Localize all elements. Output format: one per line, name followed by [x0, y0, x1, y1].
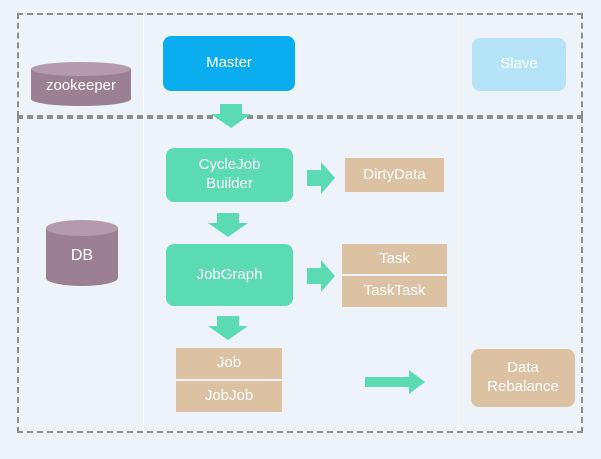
processing-zone [17, 117, 583, 433]
data-rebalance-node: Data Rebalance [471, 349, 575, 407]
arrow-down-icon [208, 316, 248, 340]
tasktask-node: TaskTask [342, 276, 447, 307]
arrow-right-icon [307, 260, 335, 292]
jobgraph-node: JobGraph [166, 244, 293, 306]
cylinder-shape [46, 220, 118, 286]
arrow-down-icon [208, 213, 248, 237]
arrow-right-icon [365, 370, 425, 394]
db-store: DB [46, 220, 118, 286]
zookeeper-store: zookeeper [31, 62, 131, 106]
job-node: Job [176, 348, 282, 379]
jobjob-node: JobJob [176, 381, 282, 412]
cylinder-shape [31, 62, 131, 106]
cyclejob-builder-node: CycleJob Builder [166, 148, 293, 202]
column-separator [143, 14, 144, 432]
dirty-data-node: DirtyData [345, 158, 444, 192]
task-node: Task [342, 244, 447, 274]
arrow-down-icon [211, 104, 251, 128]
master-node: Master [163, 36, 295, 91]
db-label: DB [70, 247, 94, 264]
arrow-right-icon [307, 162, 335, 194]
zookeeper-label: zookeeper [45, 77, 117, 94]
coordination-zone [17, 13, 583, 117]
column-separator [458, 14, 459, 432]
slave-node: Slave [472, 38, 566, 91]
